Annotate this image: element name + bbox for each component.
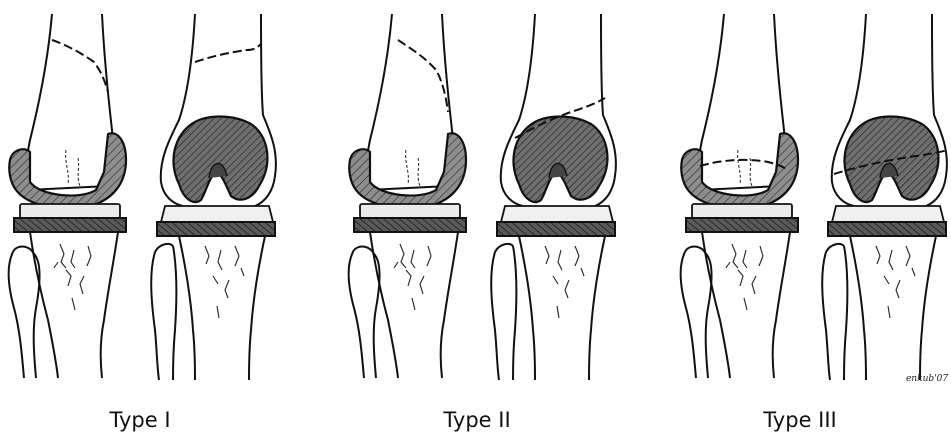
type2-ap-knee <box>491 14 616 380</box>
caption-type-1: Type I <box>80 408 200 432</box>
type1-ap-fracture-line <box>195 44 261 62</box>
caption-type-2: Type II <box>417 408 537 432</box>
type1-ap-knee <box>151 14 276 380</box>
type3-lateral-knee <box>681 14 798 378</box>
type2-lateral-knee <box>349 14 466 378</box>
artist-signature: enkub'07 <box>906 374 948 384</box>
type3-ap-knee <box>822 14 948 380</box>
panel-type-2 <box>349 14 616 380</box>
panel-type-1 <box>9 14 276 380</box>
caption-type-3: Type III <box>740 408 860 432</box>
panel-type-3 <box>681 14 948 380</box>
type1-lateral-knee <box>9 14 126 378</box>
